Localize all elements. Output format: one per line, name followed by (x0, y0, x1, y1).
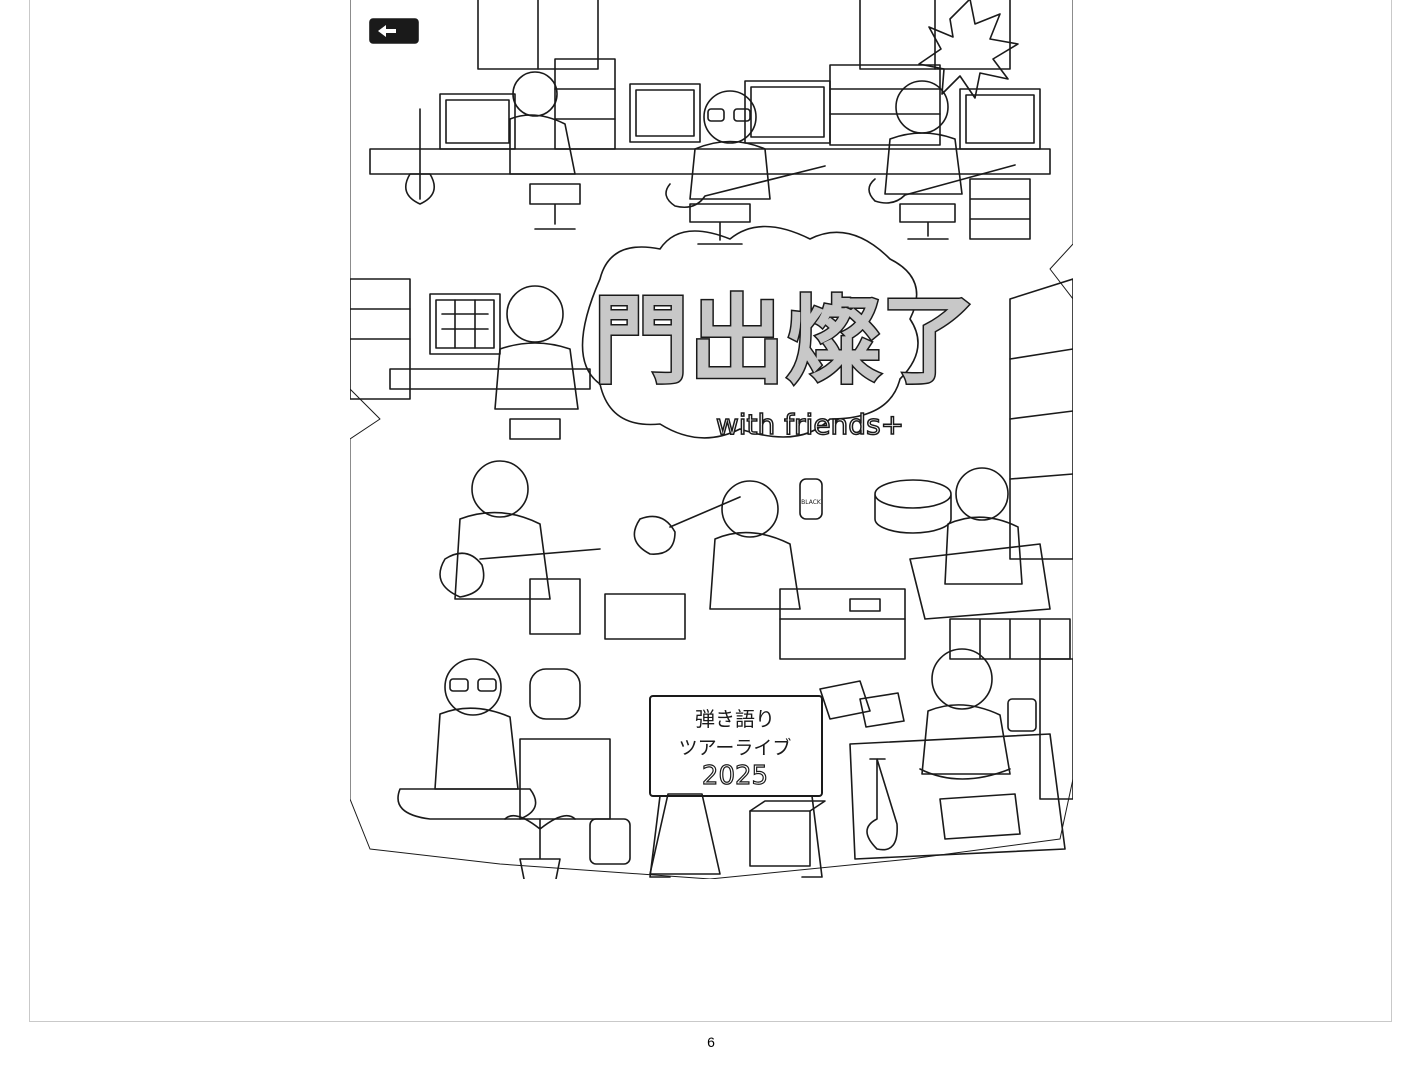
logo: 門出燦了 with friends+ (592, 284, 979, 442)
fax-machine (604, 593, 686, 640)
logo-title: 門出燦了 (593, 285, 977, 397)
chair-1 (529, 183, 581, 230)
whiteboard-line-3: 2025 (702, 761, 768, 791)
person-left-mid (506, 285, 564, 343)
monitor-4 (959, 88, 1041, 150)
acoustic-guitar-center (633, 496, 741, 555)
person-top-2 (703, 90, 757, 144)
monitor-2 (629, 83, 701, 143)
monitor-5 (429, 293, 501, 355)
cardboard-box (749, 810, 811, 867)
electric-guitar (866, 758, 898, 851)
plant-burst (918, 0, 1019, 99)
potted-plant (504, 814, 576, 879)
monitor-3 (744, 80, 831, 144)
person-mid-left (471, 460, 529, 518)
monitor-1 (439, 93, 516, 150)
mug (1007, 698, 1037, 732)
person-low-left (444, 658, 502, 716)
food-tray (939, 793, 1021, 840)
copier (779, 588, 906, 660)
whiteboard-text: 弾き語り ツアーライブ 2025 (679, 707, 792, 792)
shelves-right (1009, 278, 1073, 560)
guitar-top-mid (665, 165, 826, 209)
trash-can (589, 818, 631, 865)
logo-cloud (581, 225, 919, 439)
person-mid-right (955, 467, 1009, 521)
page-number: 6 (707, 1034, 715, 1050)
guitar-top-right (868, 164, 1016, 204)
person-top-1 (512, 71, 558, 117)
illustration: 門出燦了 with friends+ 弾き語り ツアーライブ 2025 BLAC… (350, 0, 1073, 879)
whiteboard (649, 695, 823, 797)
whiteboard-line-1: 弾き語り (695, 707, 775, 731)
rack-unit (829, 64, 941, 146)
drum (874, 479, 952, 534)
slide-frame: 門出燦了 with friends+ 弾き語り ツアーライブ 2025 BLAC… (29, 0, 1392, 1022)
acoustic-guitar-left (439, 548, 601, 598)
left-desk (389, 368, 591, 390)
guitar-case (397, 788, 537, 820)
bottle-label: BLACK (801, 499, 822, 506)
scene-outline (350, 0, 1073, 879)
rug (909, 543, 1051, 620)
guitar-top-left (404, 108, 436, 205)
shredder (529, 578, 581, 635)
papers (819, 680, 905, 728)
robot-device (529, 668, 581, 720)
person-low-right (931, 648, 993, 710)
person-mid-center (721, 480, 779, 538)
whiteboard-line-2: ツアーライブ (679, 736, 792, 759)
bottle (799, 478, 823, 520)
sandwich-board (649, 793, 721, 875)
chair-3 (899, 203, 956, 240)
desk-top (369, 148, 1051, 175)
floor-mat (849, 733, 1066, 860)
chair-2 (689, 203, 751, 245)
logo-subtitle: with friends+ (716, 408, 904, 441)
